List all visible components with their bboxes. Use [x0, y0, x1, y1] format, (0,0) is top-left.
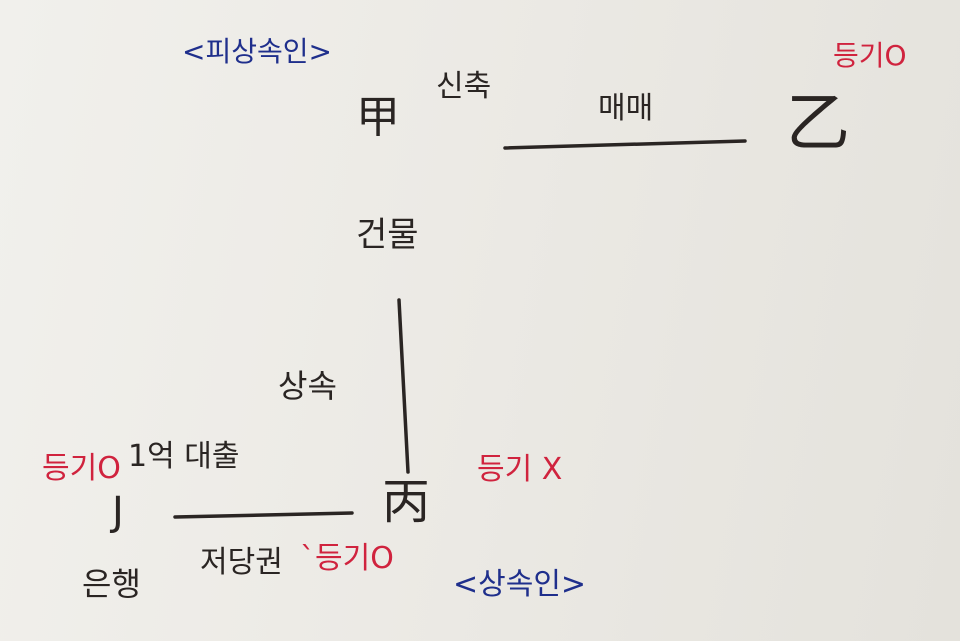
transfer-note-label: 1억 대출: [128, 439, 240, 474]
line-jeong-to-byeong: [173, 511, 354, 519]
mortgage-registration-label: `등기O: [300, 541, 394, 576]
registration-eul-label: 등기O: [833, 39, 907, 72]
heir-role-label: <상속인>: [453, 567, 587, 602]
relation-sale-label: 매매: [598, 91, 654, 126]
decedent-role-label: <피상속인>: [182, 35, 332, 68]
building-label: 건물: [356, 215, 419, 255]
person-eul: 乙: [786, 87, 850, 161]
person-jeong: J: [112, 489, 124, 535]
person-gap: 甲: [356, 92, 400, 143]
relation-trust-label: 신축: [436, 69, 492, 104]
bank-label: 은행: [82, 565, 141, 603]
line-building-to-byeong: [397, 298, 410, 474]
mortgage-label: 저당권: [200, 545, 283, 580]
relation-inherit-label: 상속: [278, 367, 337, 405]
line-gap-to-eul: [503, 139, 747, 150]
person-byeong: 丙: [382, 474, 431, 530]
registration-byeong-label: 등기 X: [477, 452, 563, 487]
registration-jeong-label: 등기O: [42, 451, 121, 486]
